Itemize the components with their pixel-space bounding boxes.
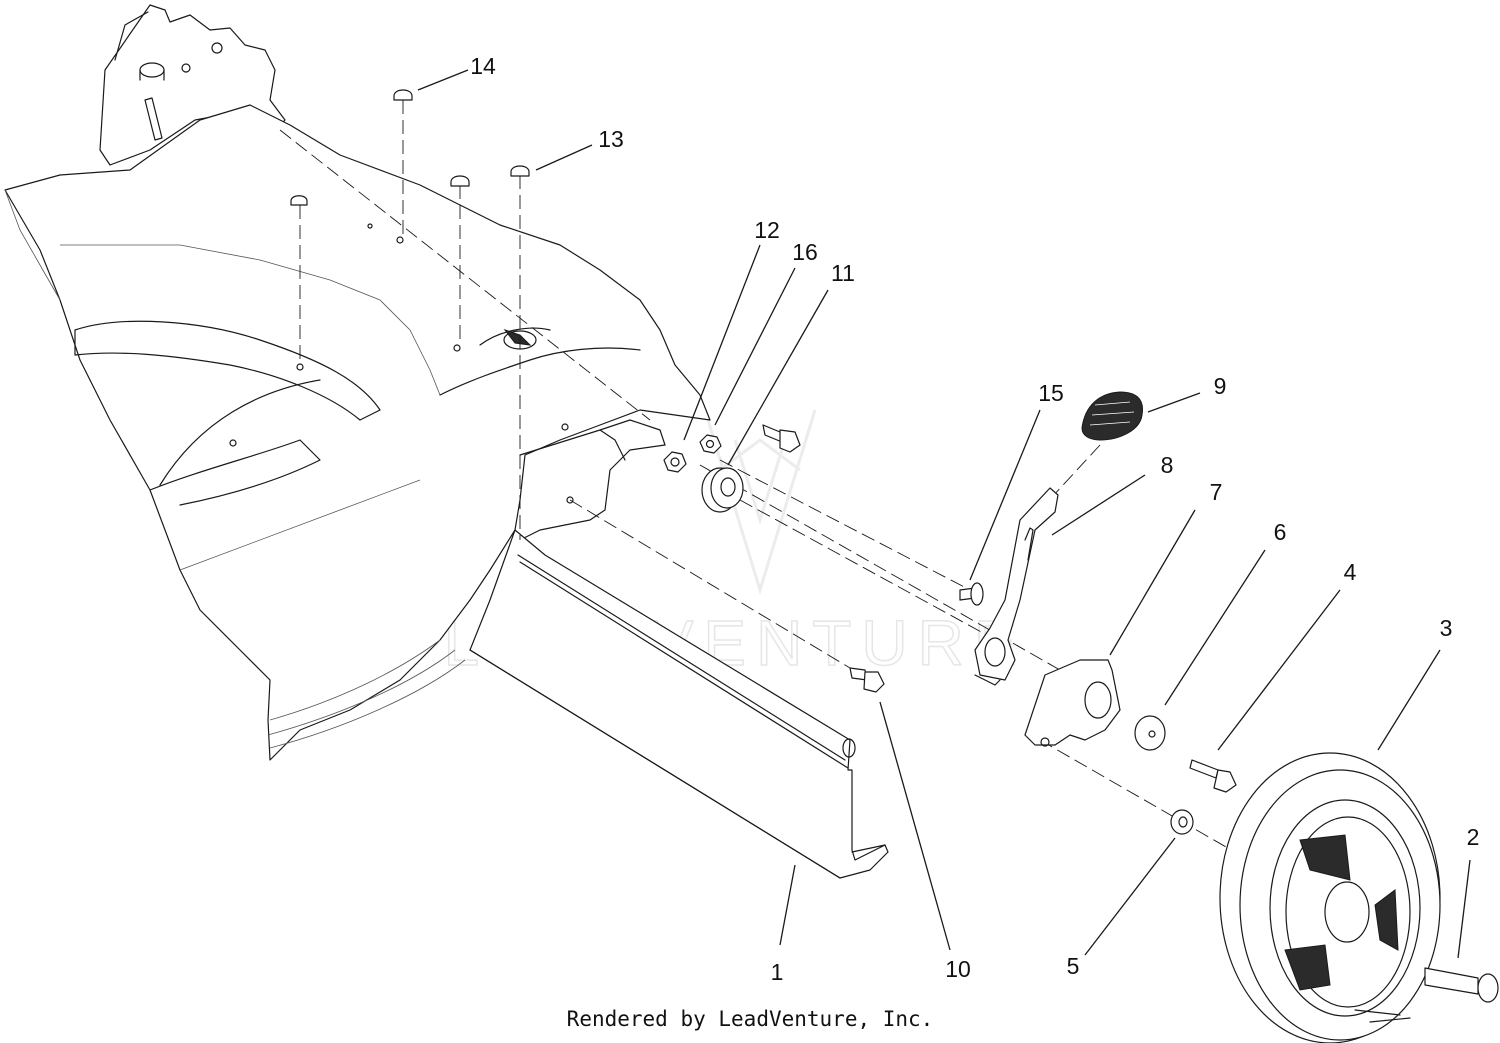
bolt-top (762, 424, 801, 453)
callout-3: 3 (1440, 615, 1453, 641)
callout-labels: 1 2 3 4 5 6 7 8 9 10 11 12 13 14 15 16 (470, 53, 1479, 985)
nut-12 (663, 451, 687, 473)
washer-5 (1170, 809, 1194, 835)
callout-6: 6 (1274, 519, 1287, 545)
callout-8: 8 (1161, 452, 1174, 478)
callout-14: 14 (470, 53, 496, 79)
rivet-15 (959, 582, 984, 606)
plug-13 (290, 165, 530, 206)
callout-7: 7 (1210, 479, 1223, 505)
callout-5: 5 (1067, 953, 1080, 979)
knob-9 (1081, 391, 1144, 441)
callout-16: 16 (792, 239, 818, 265)
wheel-3 (1219, 752, 1441, 1043)
deck-rear-plate (519, 419, 666, 541)
plug-14 (393, 89, 413, 101)
bushing-11 (701, 467, 744, 513)
callout-12: 12 (754, 217, 780, 243)
callout-2: 2 (1467, 824, 1480, 850)
washer-6 (1134, 715, 1166, 751)
bolt-4 (1189, 759, 1237, 793)
nut-16 (699, 434, 722, 454)
footer-credit: Rendered by LeadVenture, Inc. (566, 1007, 934, 1031)
callout-1: 1 (771, 959, 784, 985)
mower-deck (4, 104, 711, 761)
leader-lines (417, 69, 1471, 959)
callout-13: 13 (598, 126, 624, 152)
callout-9: 9 (1214, 373, 1227, 399)
callout-15: 15 (1038, 380, 1064, 406)
wheel-bracket-7 (1024, 659, 1121, 747)
rear-flap (469, 529, 889, 879)
bolt-10 (849, 667, 885, 693)
callout-10: 10 (945, 956, 971, 982)
assembly-lines (279, 100, 1241, 856)
callout-11: 11 (831, 260, 855, 286)
bolt-2 (1424, 967, 1499, 1003)
height-lever-8 (974, 487, 1059, 686)
callout-4: 4 (1344, 559, 1357, 585)
handle-bracket (99, 4, 286, 166)
